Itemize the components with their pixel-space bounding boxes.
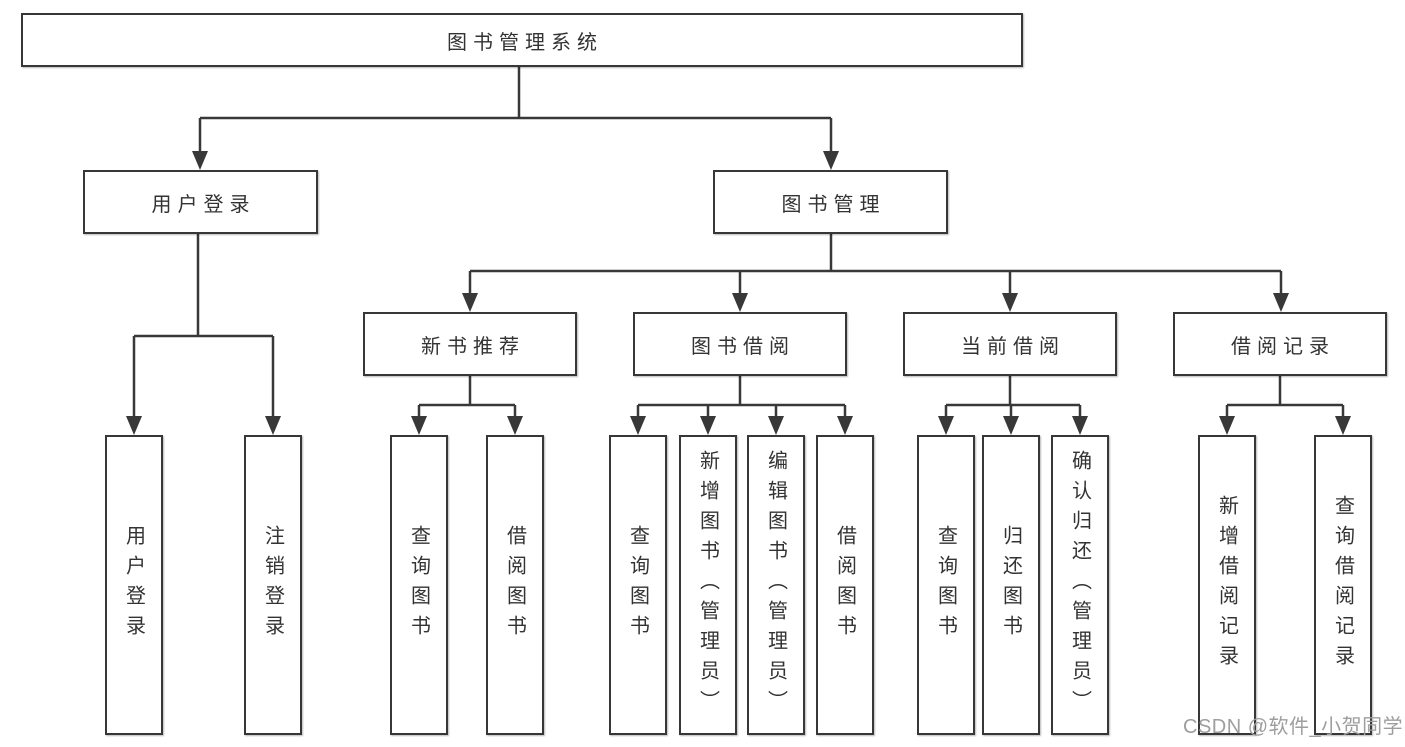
leaf-current-query-books: 查询图书 bbox=[917, 435, 975, 735]
leaf-user-login: 用户登录 bbox=[105, 435, 163, 735]
leaf-borrow-add-books-admin: 新增图书（管理员） bbox=[679, 435, 737, 735]
leaf-records-add-record: 新增借阅记录 bbox=[1198, 435, 1256, 735]
node-new-book-recommend: 新书推荐 bbox=[363, 312, 577, 376]
leaf-borrow-borrow-books: 借阅图书 bbox=[816, 435, 874, 735]
leaf-current-confirm-return-admin: 确认归还（管理员） bbox=[1051, 435, 1109, 735]
leaf-newrec-borrow-books: 借阅图书 bbox=[486, 435, 544, 735]
leaf-records-query-record: 查询借阅记录 bbox=[1314, 435, 1372, 735]
node-book-management: 图书管理 bbox=[713, 170, 948, 234]
leaf-current-return-books: 归还图书 bbox=[982, 435, 1040, 735]
leaf-logout: 注销登录 bbox=[244, 435, 302, 735]
node-current-borrowing: 当前借阅 bbox=[903, 312, 1117, 376]
node-user-login: 用户登录 bbox=[83, 170, 318, 234]
csdn-watermark: CSDN @软件_小贺同学 bbox=[1183, 716, 1404, 738]
leaf-borrow-query-books: 查询图书 bbox=[609, 435, 667, 735]
leaf-borrow-edit-books-admin: 编辑图书（管理员） bbox=[747, 435, 805, 735]
node-borrow-records: 借阅记录 bbox=[1173, 312, 1387, 376]
leaf-newrec-query-books: 查询图书 bbox=[390, 435, 448, 735]
arrowheads bbox=[126, 151, 1351, 435]
node-book-borrowing: 图书借阅 bbox=[633, 312, 847, 376]
node-library-management-system: 图书管理系统 bbox=[21, 13, 1023, 67]
